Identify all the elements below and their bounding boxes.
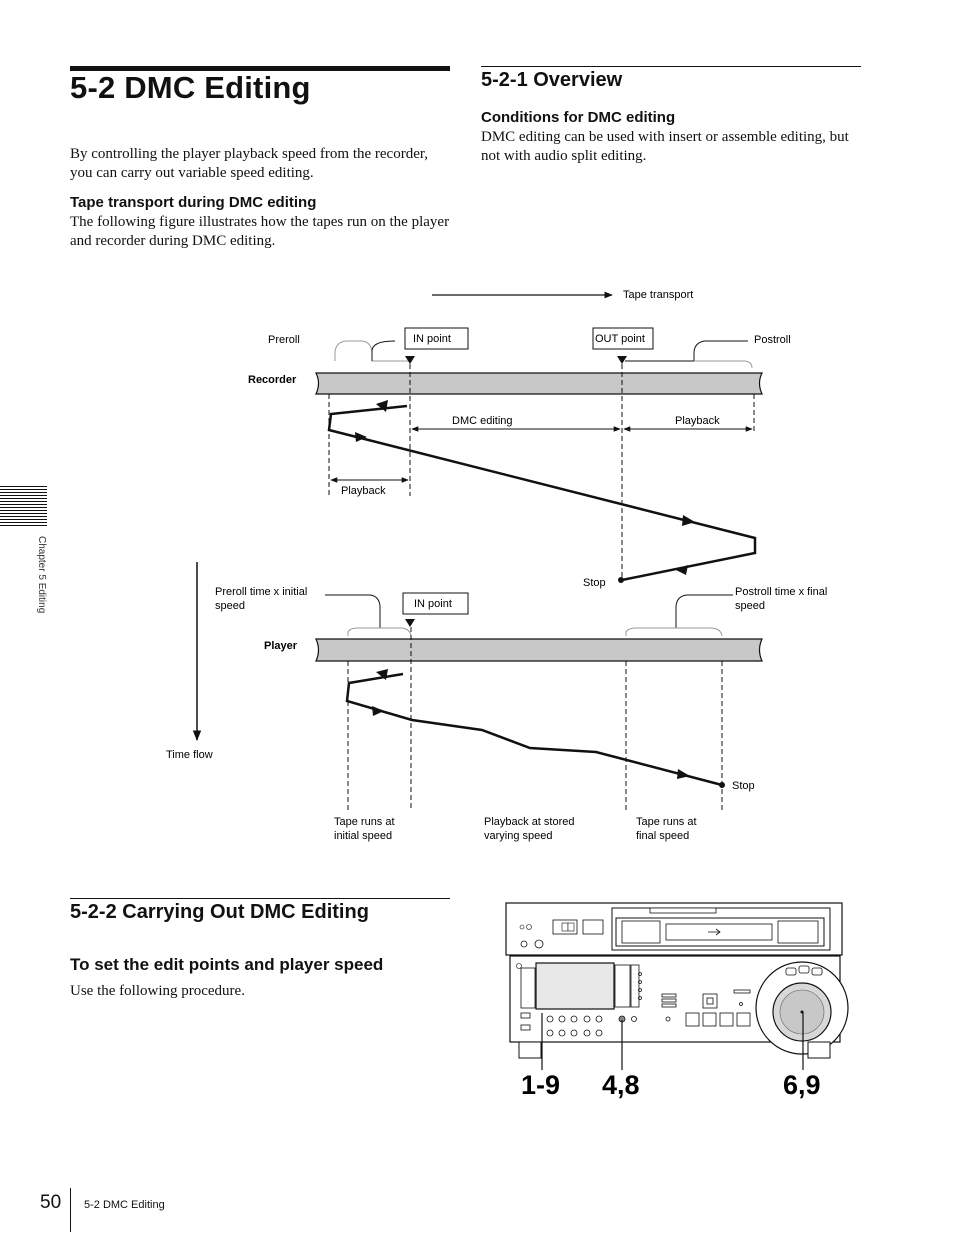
recorder-path [327,404,757,582]
page-number: 50 [40,1192,62,1213]
carrying-rule [70,898,450,899]
preroll-time-label-1: Preroll time x initial [215,586,307,598]
in-point-marker [405,356,415,364]
initial-speed-label-2: initial speed [334,830,392,842]
recorder-label: Recorder [248,374,297,386]
callout-6-9: 6,9 [783,1070,821,1100]
page-title: 5-2 DMC Editing [70,70,311,105]
conditions-heading: Conditions for DMC editing [481,109,676,126]
postroll-label: Postroll [754,334,791,346]
preroll-label: Preroll [268,334,300,346]
stored-speed-label-2: varying speed [484,830,553,842]
tape-transport-paragraph: The following figure illustrates how the… [70,214,450,249]
carrying-heading: 5-2-2 Carrying Out DMC Editing [70,901,369,923]
stored-speed-label-1: Playback at stored [484,816,575,828]
tape-transport-heading: Tape transport during DMC editing [70,194,317,211]
chapter-tab-marker [0,486,47,526]
out-point-marker [617,356,627,364]
intro-paragraph: By controlling the player playback speed… [70,146,429,181]
device-illustration: 1-9 4,8 6,9 [505,902,849,1100]
footer-divider [70,1188,71,1232]
final-speed-label-1: Tape runs at [636,816,697,828]
callout-4-8: 4,8 [602,1070,640,1100]
overview-heading: 5-2-1 Overview [481,69,623,91]
tape-transport-label: Tape transport [623,289,693,301]
footer-section: 5-2 DMC Editing [84,1199,165,1211]
postroll-time-label-1: Postroll time x final [735,586,827,598]
preroll-time-label-2: speed [215,600,245,612]
in-point-box [404,327,469,350]
postroll-leader [625,340,748,362]
out-point-label: OUT point [595,333,645,345]
conditions-paragraph: DMC editing can be used with insert or a… [481,129,849,164]
player-tape [315,638,763,662]
overview-rule [481,66,861,67]
in-point-label: IN point [413,333,451,345]
initial-speed-label-1: Tape runs at [334,816,395,828]
in-point-player-label: IN point [414,598,452,610]
in-point-player-box [402,592,469,615]
callout-1-9: 1-9 [521,1070,560,1100]
player-path [345,672,723,787]
stop-recorder-label: Stop [583,577,606,589]
player-label: Player [264,640,298,652]
preroll-leader [371,340,396,361]
postroll-time-label-2: speed [735,600,765,612]
title-rule [70,66,450,71]
dmc-editing-label: DMC editing [452,415,513,427]
chapter-tab-label: Chapter 5 Editing [36,536,47,614]
time-flow-label: Time flow [166,749,213,761]
out-point-box [592,327,654,350]
playback-left-label: Playback [341,485,386,497]
dmc-tape-diagram: Tape transport Preroll IN point OUT poin… [166,289,827,842]
stop-player-label: Stop [732,780,755,792]
set-points-text: Use the following procedure. [70,983,245,999]
set-points-heading: To set the edit points and player speed [70,955,384,974]
recorder-tape [315,372,763,395]
playback-right-label: Playback [675,415,720,427]
final-speed-label-2: final speed [636,830,689,842]
